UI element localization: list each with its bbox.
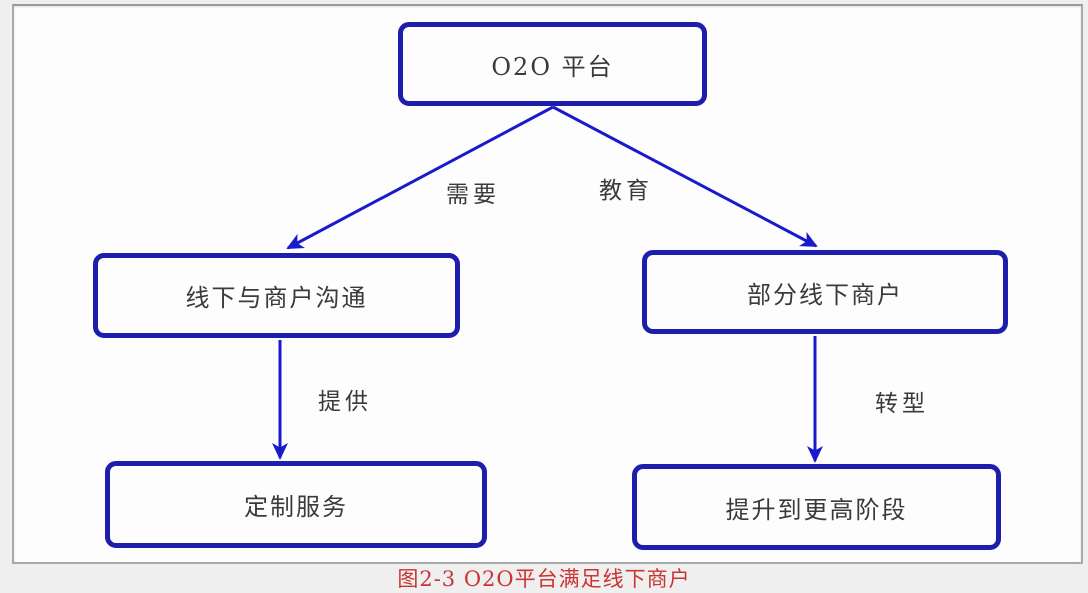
node-label: 部分线下商户 xyxy=(747,280,903,309)
edge-label-provide: 提供 xyxy=(318,389,372,415)
node-label: 提升到更高阶段 xyxy=(725,495,908,524)
node-partial-offline-merchants: 部分线下商户 xyxy=(642,250,1008,334)
node-custom-service: 定制服务 xyxy=(105,461,487,548)
edge-label-transform: 转型 xyxy=(875,391,929,417)
node-label: O2O 平台 xyxy=(491,52,614,81)
node-label: 线下与商户沟通 xyxy=(185,284,368,312)
edge-label-need: 需要 xyxy=(446,182,500,208)
edge-label-educate: 教育 xyxy=(599,178,653,204)
node-o2o-platform: O2O 平台 xyxy=(398,22,707,106)
node-label: 定制服务 xyxy=(244,493,348,521)
node-upgrade-stage: 提升到更高阶段 xyxy=(632,464,1001,550)
node-offline-communication: 线下与商户沟通 xyxy=(93,253,460,338)
figure-caption: 图2-3 O2O平台满足线下商户 xyxy=(397,567,691,591)
